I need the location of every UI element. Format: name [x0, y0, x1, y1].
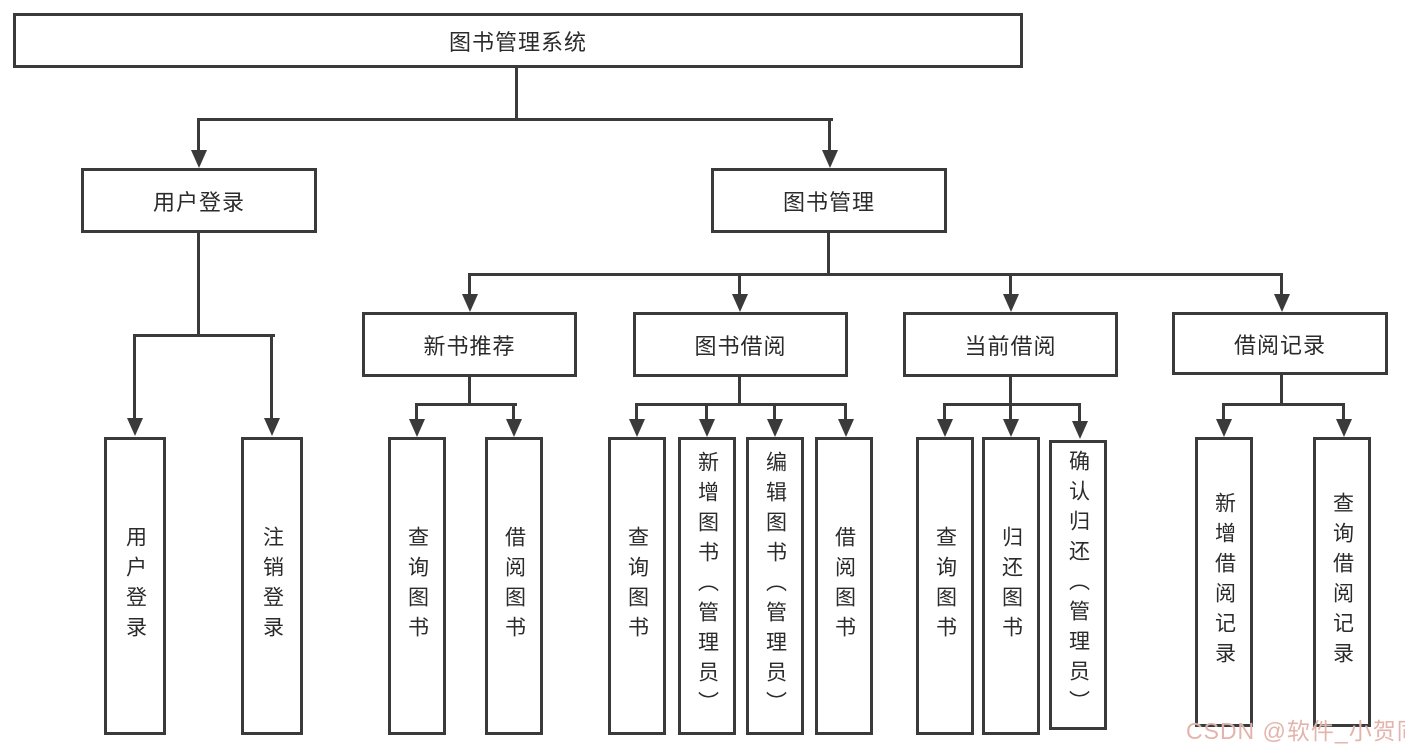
leaf-edit-books-admin: 编辑图书（管理员）	[746, 437, 804, 735]
arrowhead-icon	[191, 150, 207, 168]
connector-line	[828, 118, 831, 154]
connector-line	[705, 403, 708, 421]
connector-line	[270, 334, 273, 421]
arrowhead-icon	[732, 294, 748, 312]
arrowhead-icon	[1003, 294, 1019, 312]
connector-line	[1078, 403, 1081, 423]
connector-line	[844, 403, 847, 421]
node-label: 新书推荐	[423, 333, 516, 359]
node-label: 用户登录	[123, 526, 147, 646]
leaf-query-books-2: 查询图书	[608, 437, 666, 735]
connector-line	[468, 273, 1283, 276]
arrowhead-icon	[1072, 421, 1088, 439]
arrowhead-icon	[699, 419, 715, 437]
connector-line	[738, 377, 741, 406]
node-book-management-system: 图书管理系统	[13, 13, 1023, 68]
node-label: 注销登录	[260, 526, 284, 646]
node-label: 查询图书	[625, 526, 649, 646]
arrowhead-icon	[127, 418, 143, 436]
connector-line	[515, 66, 518, 120]
node-book-borrowing: 图书借阅	[633, 312, 848, 377]
connector-line	[415, 403, 517, 406]
connector-line	[1222, 403, 1225, 421]
connector-line	[738, 273, 741, 297]
watermark-text: CSDN @软件_小贺同学	[1186, 718, 1405, 744]
connector-line	[1342, 403, 1345, 421]
node-new-book-recommendation: 新书推荐	[362, 312, 577, 377]
leaf-query-books-1: 查询图书	[388, 437, 446, 735]
arrowhead-icon	[838, 419, 854, 437]
arrowhead-icon	[937, 419, 953, 437]
leaf-return-books: 归还图书	[982, 437, 1040, 735]
connector-line	[133, 334, 275, 337]
connector-line	[635, 403, 847, 406]
node-label: 图书借阅	[694, 333, 787, 359]
connector-line	[468, 273, 471, 297]
node-label: 编辑图书（管理员）	[763, 451, 787, 721]
node-label: 图书管理系统	[448, 29, 587, 55]
leaf-user-login: 用户登录	[104, 437, 166, 735]
node-book-management-branch: 图书管理	[711, 168, 947, 233]
node-label: 确认归还（管理员）	[1066, 450, 1090, 720]
arrowhead-icon	[462, 294, 478, 312]
connector-line	[197, 118, 200, 154]
connector-line	[133, 334, 136, 421]
arrowhead-icon	[1336, 419, 1352, 437]
arrowhead-icon	[1274, 294, 1290, 312]
connector-line	[827, 233, 830, 276]
leaf-borrow-books-1: 借阅图书	[485, 437, 543, 735]
leaf-logout: 注销登录	[241, 437, 303, 735]
arrowhead-icon	[409, 419, 425, 437]
connector-line	[1222, 403, 1345, 406]
leaf-query-borrow-record: 查询借阅记录	[1313, 437, 1371, 727]
arrowhead-icon	[1216, 419, 1232, 437]
node-label: 借阅记录	[1233, 332, 1326, 358]
node-borrowing-records: 借阅记录	[1172, 312, 1388, 375]
node-label: 查询图书	[933, 526, 957, 646]
node-label: 新增图书（管理员）	[695, 451, 719, 721]
leaf-confirm-return-admin: 确认归还（管理员）	[1049, 440, 1107, 730]
connector-line	[773, 403, 776, 421]
connector-line	[635, 403, 638, 421]
connector-line	[415, 403, 418, 421]
node-label: 图书管理	[782, 189, 875, 215]
leaf-add-borrow-record: 新增借阅记录	[1195, 437, 1253, 727]
connector-line	[512, 403, 515, 421]
arrowhead-icon	[506, 419, 522, 437]
arrowhead-icon	[767, 419, 783, 437]
node-label: 归还图书	[999, 526, 1023, 646]
node-label: 用户登录	[152, 189, 245, 215]
connector-line	[943, 403, 1081, 406]
connector-line	[197, 233, 200, 337]
node-label: 当前借阅	[964, 333, 1057, 359]
leaf-query-books-3: 查询图书	[916, 437, 974, 735]
node-label: 借阅图书	[502, 526, 526, 646]
node-label: 借阅图书	[832, 526, 856, 646]
node-user-login-branch: 用户登录	[81, 168, 317, 233]
node-label: 查询图书	[405, 526, 429, 646]
arrowhead-icon	[1003, 419, 1019, 437]
connector-line	[1009, 377, 1012, 406]
leaf-borrow-books-2: 借阅图书	[815, 437, 873, 735]
arrowhead-icon	[264, 418, 280, 436]
arrowhead-icon	[629, 419, 645, 437]
connector-line	[1009, 273, 1012, 297]
node-label: 查询借阅记录	[1330, 492, 1354, 672]
leaf-add-books-admin: 新增图书（管理员）	[678, 437, 736, 735]
arrowhead-icon	[822, 150, 838, 168]
node-current-borrowing: 当前借阅	[903, 312, 1118, 377]
node-label: 新增借阅记录	[1212, 492, 1236, 672]
connector-line	[943, 403, 946, 421]
connector-line	[1009, 403, 1012, 421]
connector-line	[1280, 375, 1283, 406]
connector-line	[468, 377, 471, 406]
connector-line	[197, 118, 833, 121]
connector-line	[1280, 273, 1283, 297]
